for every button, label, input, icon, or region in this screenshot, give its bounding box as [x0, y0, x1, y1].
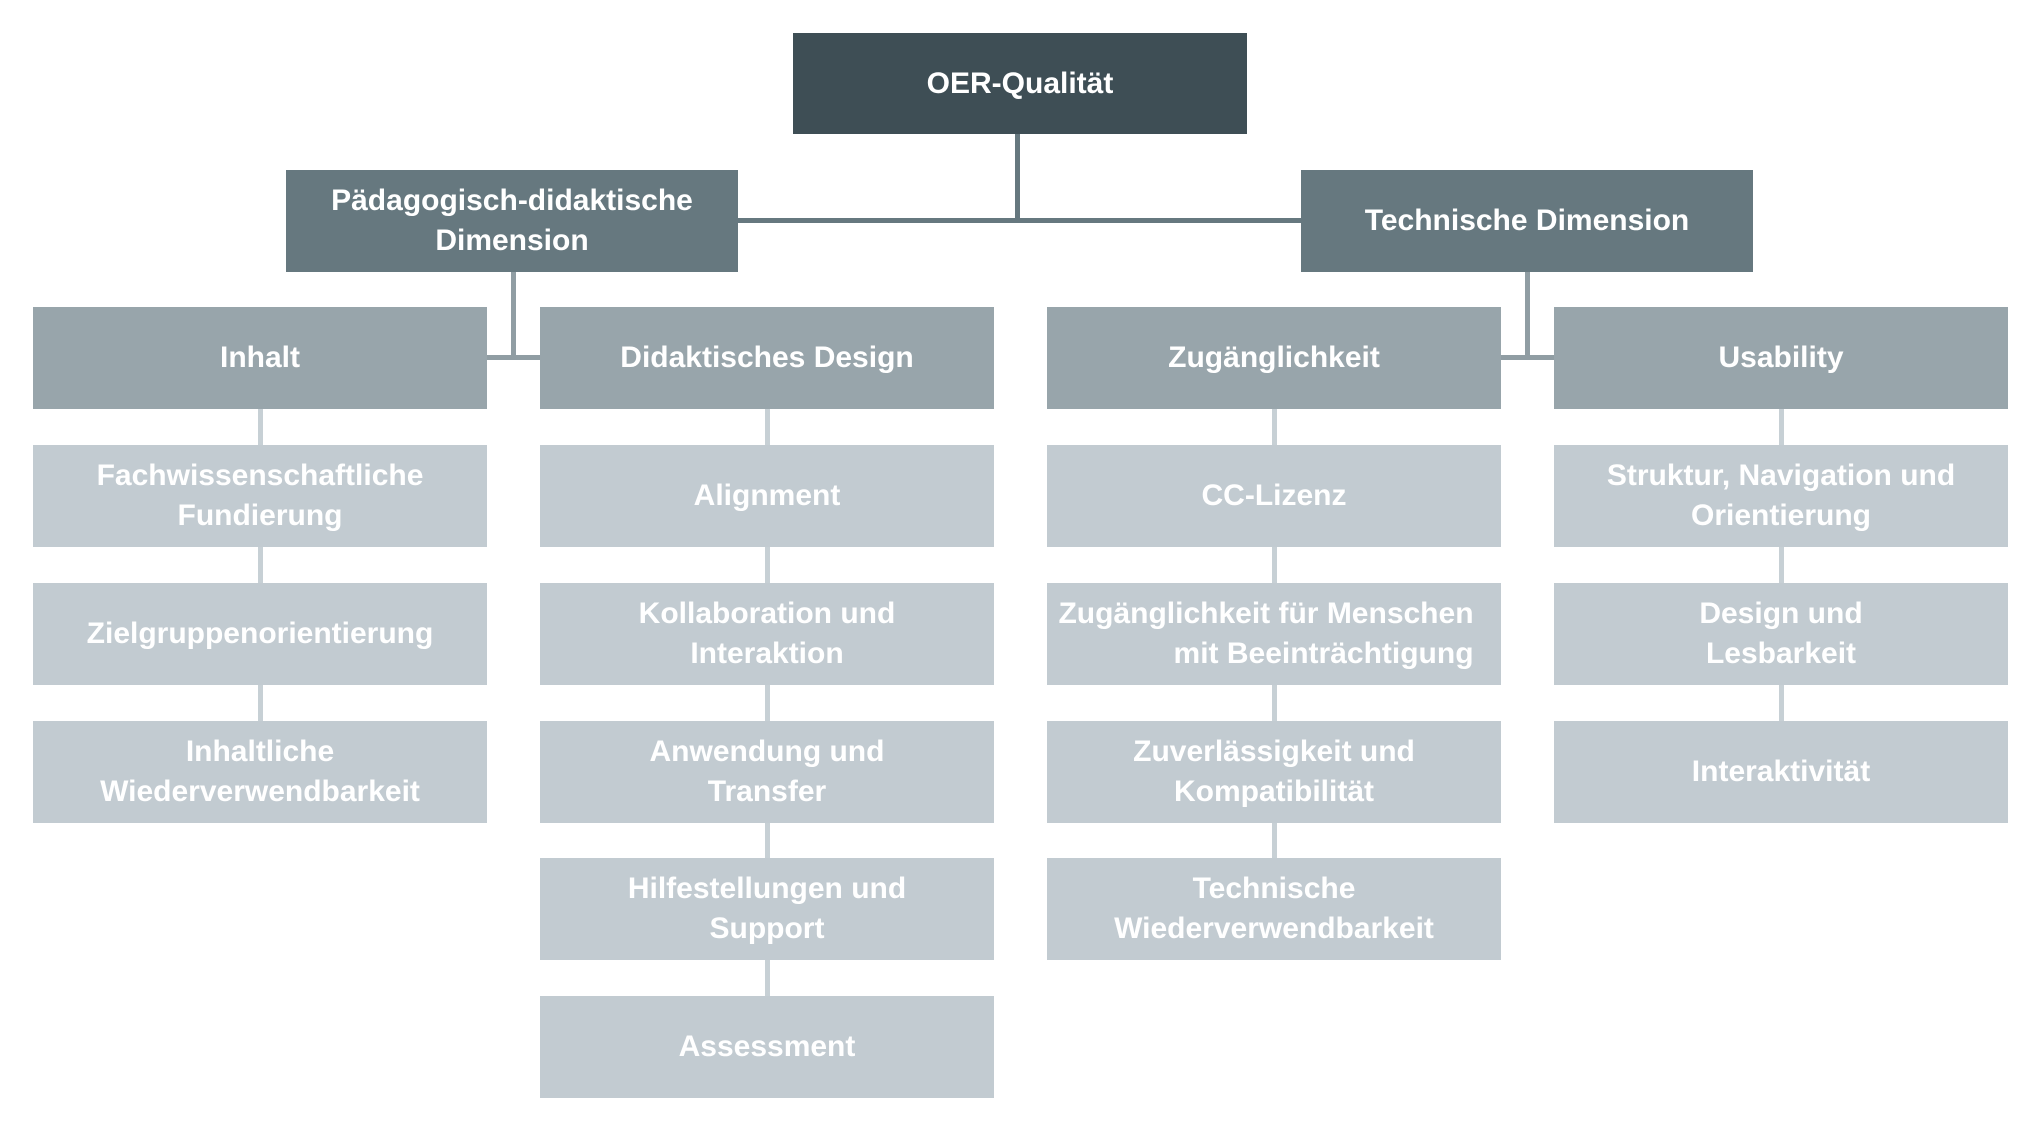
stub-didaktisches-0 [765, 409, 770, 445]
node-item-alignment: Alignment [540, 445, 994, 547]
stub-inhalt-1 [258, 547, 263, 583]
node-item-design-und-lesbarkeit: Design und Lesbarkeit [1554, 583, 2008, 685]
node-item-fachwissenschaftliche-fundierung: Fachwissenschaftliche Fundierung [33, 445, 487, 547]
node-item-cc-lizenz: CC-Lizenz [1047, 445, 1501, 547]
node-category-zugaenglichkeit: Zugänglichkeit [1047, 307, 1501, 409]
node-item-interaktivitaet: Interaktivität [1554, 721, 2008, 823]
stub-zugaenglichkeit-0 [1272, 409, 1277, 445]
stub-usability-2 [1779, 685, 1784, 721]
node-item-zuverlaessigkeit-und-kompatibilitaet: Zuverlässigkeit und Kompatibilität [1047, 721, 1501, 823]
connector-technisch-drop [1525, 272, 1530, 358]
stub-inhalt-2 [258, 685, 263, 721]
connector-root-drop [1015, 134, 1020, 221]
node-category-inhalt: Inhalt [33, 307, 487, 409]
node-item-struktur-navigation-orientierung: Struktur, Navigation und Orientierung [1554, 445, 2008, 547]
stub-didaktisches-4 [765, 960, 770, 996]
connector-dimensions-horizontal [738, 218, 1301, 223]
stub-zugaenglichkeit-2 [1272, 685, 1277, 721]
node-category-didaktisches-design: Didaktisches Design [540, 307, 994, 409]
node-item-anwendung-und-transfer: Anwendung und Transfer [540, 721, 994, 823]
stub-didaktisches-2 [765, 685, 770, 721]
node-dimension-paedagogisch-didaktisch: Pädagogisch-didaktische Dimension [286, 170, 738, 272]
node-dimension-technisch: Technische Dimension [1301, 170, 1753, 272]
stub-didaktisches-1 [765, 547, 770, 583]
node-item-inhaltliche-wiederverwendbarkeit: Inhaltliche Wiederverwendbarkeit [33, 721, 487, 823]
connector-inhalt-didaktisches-horizontal [487, 355, 540, 360]
node-item-assessment: Assessment [540, 996, 994, 1098]
node-item-zielgruppenorientierung: Zielgruppenorientierung [33, 583, 487, 685]
stub-didaktisches-3 [765, 823, 770, 858]
stub-usability-1 [1779, 547, 1784, 583]
node-item-technische-wiederverwendbarkeit: Technische Wiederverwendbarkeit [1047, 858, 1501, 960]
connector-zugaenglichkeit-usability-horizontal [1501, 355, 1554, 360]
node-item-kollaboration-und-interaktion: Kollaboration und Interaktion [540, 583, 994, 685]
stub-inhalt-0 [258, 409, 263, 445]
node-item-zugaenglichkeit-fuer-menschen: Zugänglichkeit für Menschen mit Beeinträ… [1047, 583, 1501, 685]
node-oer-qualitaet: OER-Qualität [793, 33, 1247, 134]
node-category-usability: Usability [1554, 307, 2008, 409]
stub-zugaenglichkeit-3 [1272, 823, 1277, 858]
stub-usability-0 [1779, 409, 1784, 445]
stub-zugaenglichkeit-1 [1272, 547, 1277, 583]
connector-paedagogisch-drop [511, 272, 516, 358]
node-item-hilfestellungen-und-support: Hilfestellungen und Support [540, 858, 994, 960]
